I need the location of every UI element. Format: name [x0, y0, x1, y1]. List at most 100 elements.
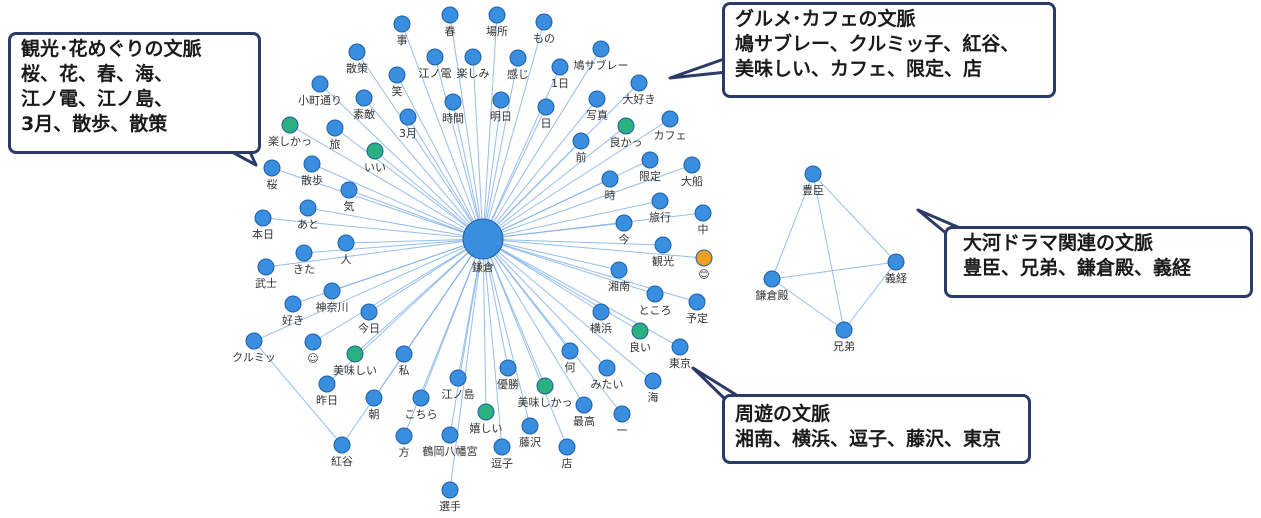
node-label: 鶴岡八幡宮 [423, 444, 478, 458]
graph-node: 方 [395, 427, 413, 459]
graph-node: 旅行 [649, 192, 671, 224]
node-circle [304, 333, 322, 351]
graph-node: 楽しみ [457, 48, 490, 80]
node-label: いい [364, 161, 386, 174]
graph-node: 時間 [442, 93, 464, 125]
graph-node: 感じ [507, 49, 529, 81]
node-circle [694, 204, 712, 222]
node-label: 本日 [252, 227, 274, 241]
node-label: 観光 [652, 254, 674, 268]
callout-line: 3月、散歩、散策 [21, 113, 168, 135]
node-label: きた [293, 263, 315, 276]
node-label: 良かっ [610, 135, 643, 149]
graph-node: 今 [615, 214, 633, 246]
node-circle [631, 322, 649, 340]
node-label: 大船 [681, 174, 703, 188]
graph-edge [482, 57, 519, 240]
node-label: 藤沢 [519, 435, 541, 449]
callout-gourmet: グルメ･カフェの文脈 鳩サブレー、クルミッ子、紅谷、 美味しい、カフェ、限定、店 [722, 2, 1056, 98]
graph-edge [771, 278, 845, 331]
graph-node: 横浜 [590, 303, 612, 335]
node-circle [509, 49, 527, 67]
graph-node: 良かっ [610, 117, 643, 149]
callout-touring: 周遊の文脈 湘南、横浜、逗子、藤沢、東京 [722, 394, 1031, 464]
graph-edge [449, 14, 484, 240]
node-label: 兄弟 [833, 340, 855, 353]
node-label: 紅谷 [331, 455, 353, 468]
node-circle [588, 90, 606, 108]
graph-edge [482, 238, 602, 313]
node-label: 店 [562, 456, 573, 470]
graph-edge [482, 14, 498, 240]
node-label: 美味しかっ [518, 396, 573, 409]
graph-edge [812, 173, 897, 263]
node-label: 良い [629, 340, 651, 354]
graph-node: カフェ [654, 110, 687, 142]
node-label: 前 [576, 150, 587, 164]
graph-node: 逗子 [491, 438, 513, 470]
hub-node: 鎌倉 [462, 218, 504, 274]
node-circle [654, 236, 672, 254]
node-circle [426, 48, 444, 66]
graph-node: 私 [395, 345, 413, 377]
graph-node: 日 [537, 98, 555, 130]
callout-line: 豊臣、兄弟、鎌倉殿、義経 [963, 257, 1192, 279]
node-label: 海 [648, 390, 659, 404]
graph-edge [356, 51, 484, 240]
node-circle [630, 74, 648, 92]
graph-edge [843, 261, 897, 331]
graph-node: 春 [441, 6, 459, 38]
callout-title: グルメ･カフェの文脈 [735, 8, 916, 30]
node-circle [299, 199, 317, 217]
graph-edge [407, 116, 484, 240]
node-circle [646, 285, 664, 303]
node-circle [572, 132, 590, 150]
graph-node: 義経 [885, 253, 907, 285]
graph-edge [482, 98, 598, 240]
node-label: 一 [617, 424, 628, 437]
graph-edge [472, 56, 484, 240]
node-label: 方 [399, 445, 410, 459]
node-circle [257, 258, 275, 276]
node-circle [399, 108, 417, 126]
node-circle [644, 372, 662, 390]
node-label: 時 [605, 189, 616, 202]
node-label: 江ノ電 [419, 67, 452, 80]
graph-edge [368, 238, 484, 313]
graph-node: 今日 [358, 303, 380, 335]
node-circle [281, 116, 299, 134]
callout-line: 鳩サブレー、クルミッ子、紅谷、 [735, 33, 1020, 55]
node-circle [393, 15, 411, 33]
node-label: 事 [397, 34, 408, 47]
callout-taiga: 大河ドラマ関連の文脈 豊臣、兄弟、鎌倉殿、義経 [944, 226, 1253, 298]
node-circle [449, 369, 467, 387]
graph-node: あと [297, 199, 319, 231]
node-circle [326, 119, 344, 137]
node-label: 散歩 [301, 173, 323, 187]
graph-edge [253, 340, 343, 446]
graph-edge [348, 189, 484, 240]
callout-line: 湘南、横浜、逗子、藤沢、東京 [735, 428, 1002, 450]
node-circle [641, 151, 659, 169]
node-circle [613, 405, 631, 423]
node-circle [441, 481, 459, 499]
graph-node: 本日 [252, 209, 274, 241]
node-circle [887, 253, 905, 271]
callout-pointer-layer [230, 56, 962, 402]
node-circle [303, 155, 321, 173]
graph-node: 何 [561, 342, 579, 374]
graph-edge [334, 127, 484, 240]
node-label: ところ [639, 304, 672, 317]
graph-edge [341, 238, 484, 446]
graph-node: 嬉しい [470, 403, 503, 435]
node-label: カフェ [654, 129, 687, 142]
node-circle [412, 389, 430, 407]
graph-edge [482, 164, 693, 240]
graph-edge [253, 238, 484, 342]
graph-node: いい [364, 142, 386, 174]
node-circle [488, 6, 506, 24]
node-circle [592, 40, 610, 58]
graph-edge [482, 238, 623, 415]
graph-node: 時 [601, 170, 619, 202]
